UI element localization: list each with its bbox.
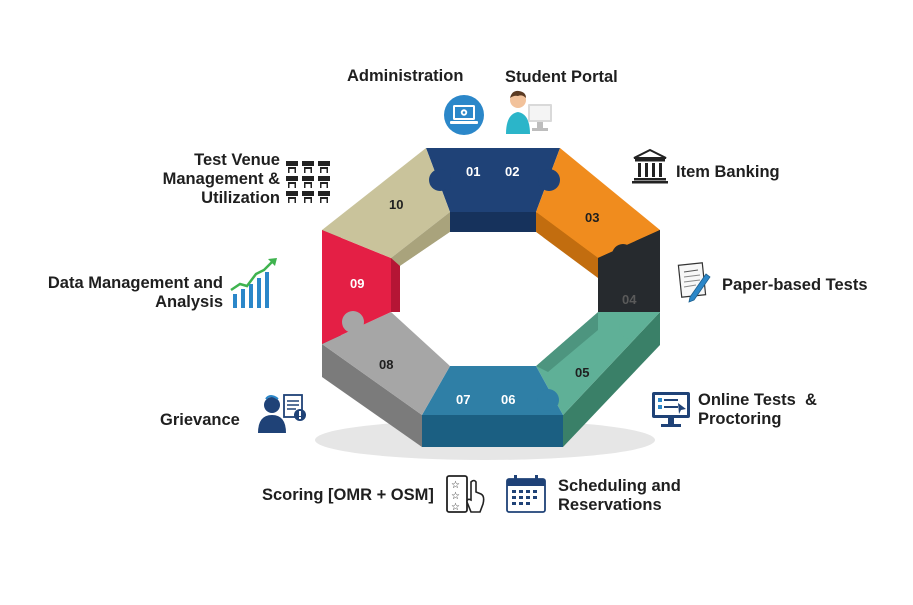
admin-laptop-icon [444,95,484,135]
growth-chart-icon [230,258,277,308]
label-test-venue-line1: Test Venue [194,151,280,169]
student-computer-icon [506,90,552,134]
label-online-tests: Online Tests & Proctoring [698,391,817,429]
label-administration: Administration [347,67,464,85]
label-data-management: Data Management and Analysis [40,274,223,312]
segment-number-04: 04 [622,292,637,307]
segment-number-06: 06 [501,392,515,407]
paper-pen-icon [677,262,711,303]
segment-number-02: 02 [505,164,519,179]
label-scheduling: Scheduling and Reservations [558,477,681,515]
label-test-venue-line2: Management & [162,170,280,188]
label-paper-based-tests: Paper-based Tests [722,276,868,294]
label-online-tests-line1: Online Tests & [698,391,817,409]
segment-number-07: 07 [456,392,470,407]
puzzle-knobs [342,169,641,411]
svg-text:☆: ☆ [451,491,460,502]
segment-04 [598,230,660,312]
segment-number-08: 08 [379,357,393,372]
grievance-person-icon [258,394,306,433]
segment-01-02 [426,148,560,212]
segment-number-05: 05 [575,365,589,380]
segment-03 [536,148,660,258]
label-item-banking: Item Banking [676,163,780,181]
segment-number-03: 03 [585,210,599,225]
online-test-monitor-icon [652,392,690,427]
ring-inner-hole [400,232,598,366]
label-scoring: Scoring [OMR + OSM] [262,486,434,504]
label-student-portal: Student Portal [505,68,618,86]
calendar-icon [506,475,546,513]
segment-09 [322,230,391,344]
label-data-management-line2: Analysis [155,293,223,311]
seating-chairs-icon [286,161,330,203]
svg-text:☆: ☆ [451,502,460,513]
segment-06-07 [422,366,563,415]
segment-number-09: 09 [350,276,364,291]
label-scheduling-line1: Scheduling and [558,477,681,495]
label-grievance: Grievance [160,411,240,429]
segment-number-01: 01 [466,164,480,179]
scoring-stars-icon: ☆ ☆ ☆ [446,475,485,513]
label-test-venue-line3: Utilization [201,189,280,207]
label-scheduling-line2: Reservations [558,496,662,514]
svg-text:☆: ☆ [451,480,460,491]
label-test-venue: Test Venue Management & Utilization [140,151,280,208]
label-online-tests-line2: Proctoring [698,410,782,428]
label-data-management-line1: Data Management and [47,274,223,292]
segment-number-10: 10 [389,197,403,212]
bank-building-icon [632,148,668,184]
